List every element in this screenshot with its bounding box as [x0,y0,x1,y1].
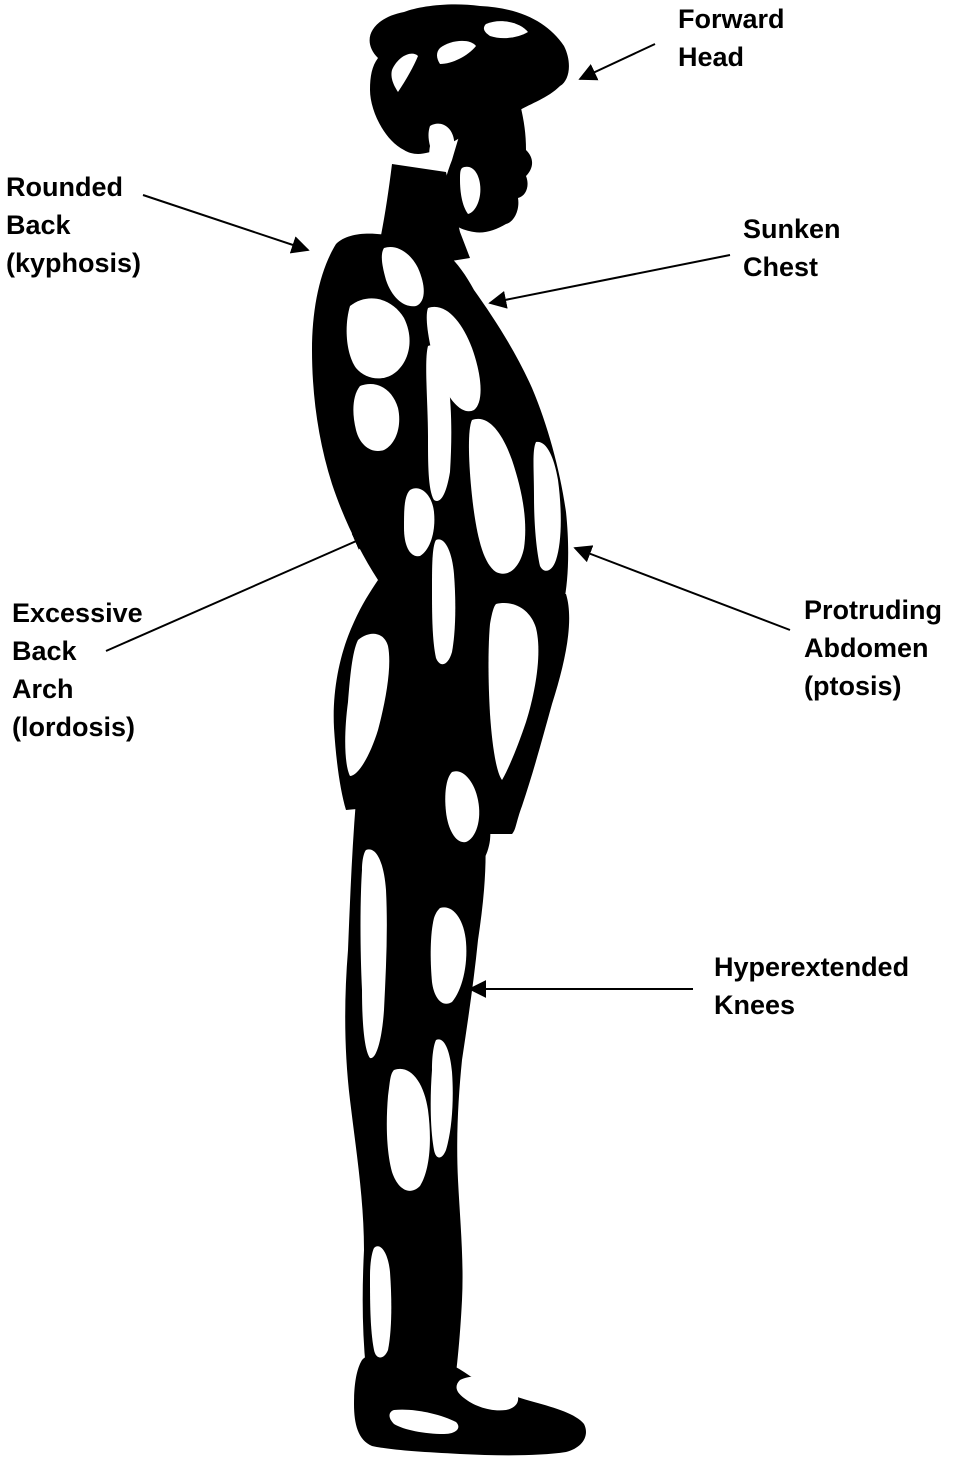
label-hyperextended-knees: Hyperextended Knees [714,948,909,1024]
arrow-forward-head [580,44,655,79]
label-protruding-abdomen: Protruding Abdomen (ptosis) [804,591,942,705]
arrow-rounded-back [143,195,308,250]
label-line: Head [678,38,785,76]
arrow-excessive-arch [106,535,370,651]
label-line: Knees [714,986,909,1024]
shoe [354,1352,586,1456]
label-line: Sunken [743,210,841,248]
label-excessive-back-arch: Excessive Back Arch (lordosis) [12,594,143,746]
ear-highlight [429,124,455,170]
label-line: Abdomen [804,629,942,667]
label-line: Arch [12,670,143,708]
label-line: Hyperextended [714,948,909,986]
label-forward-head: Forward Head [678,0,785,76]
label-line: Rounded [6,168,141,206]
label-line: Excessive [12,594,143,632]
arrow-protruding-abdomen [575,548,790,630]
label-line: Protruding [804,591,942,629]
label-line: Chest [743,248,841,286]
label-line: Back [6,206,141,244]
label-line: Back [12,632,143,670]
label-sunken-chest: Sunken Chest [743,210,841,286]
arrow-sunken-chest [490,255,730,303]
abdomen-highlight [534,442,561,571]
label-line: (ptosis) [804,667,942,705]
label-line: (kyphosis) [6,244,141,282]
label-line: Forward [678,0,785,38]
label-line: (lordosis) [12,708,143,746]
label-rounded-back: Rounded Back (kyphosis) [6,168,141,282]
sock-highlight [370,1246,391,1357]
